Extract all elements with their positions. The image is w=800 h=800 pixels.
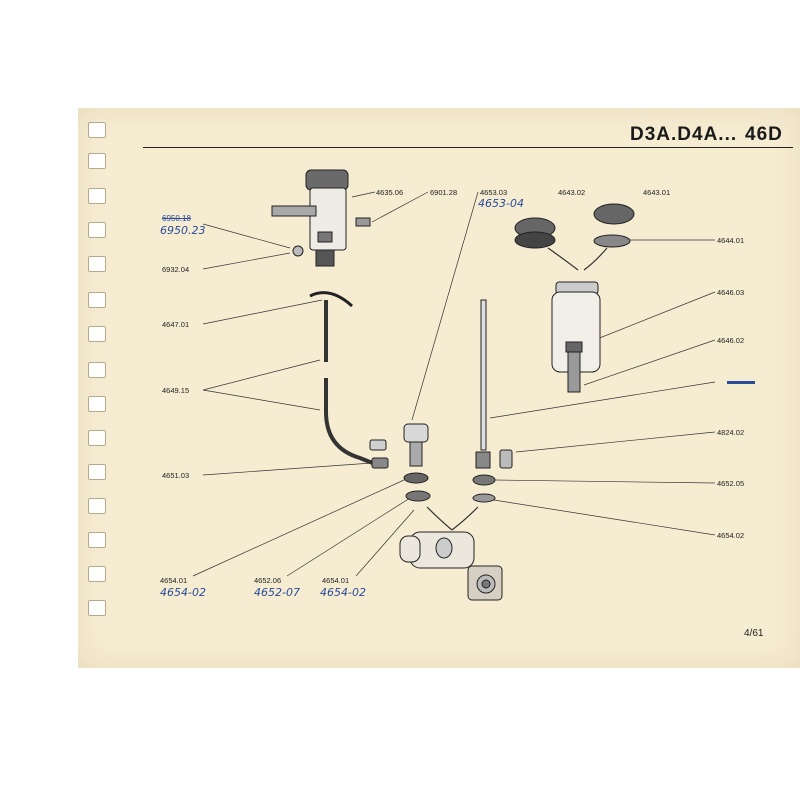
label-4643-02: 4643.02	[558, 188, 586, 197]
label-4654-01-left: 4654.01	[160, 576, 188, 585]
label-4652-05: 4652.05	[717, 479, 745, 488]
label-4654-02: 4654.02	[717, 531, 745, 540]
label-4824-02: 4824.02	[717, 428, 745, 437]
blue-correction-mark	[727, 381, 755, 384]
push-rod	[472, 299, 513, 503]
header-rule	[143, 147, 793, 148]
arrows	[426, 247, 608, 531]
page-number: 4/61	[744, 628, 764, 639]
label-4649-15: 4649.15	[162, 386, 190, 395]
label-4643-01: 4643.01	[643, 188, 671, 197]
label-4654-01-right: 4654.01	[322, 576, 350, 585]
label-4651-03: 4651.03	[162, 471, 190, 480]
section-heading: 46D	[745, 124, 783, 145]
handwritten-6950-23: 6950.23	[160, 224, 206, 237]
leader-lines	[192, 191, 716, 577]
label-4646-02: 4646.02	[717, 336, 745, 345]
label-4644-01: 4644.01	[717, 236, 745, 245]
label-4647-01: 4647.01	[162, 320, 190, 329]
label-6932-04: 6932.04	[162, 265, 190, 274]
fluid-container	[551, 281, 601, 393]
reservoir-assembly	[271, 169, 371, 308]
label-6901-28: 6901.28	[430, 188, 458, 197]
label-4635-06: 4635.06	[376, 188, 404, 197]
label-4653-03: 4653.03	[480, 188, 508, 197]
model-heading: D3A.D4A...	[630, 124, 738, 145]
handwritten-4653-04: 4653-04	[478, 197, 524, 210]
bolt-and-washers	[403, 423, 431, 502]
master-cylinder	[399, 531, 503, 601]
brake-pipe	[324, 300, 381, 468]
handwritten-4652-07: 4652-07	[254, 586, 300, 599]
handwritten-4654-02-left: 4654-02	[160, 586, 206, 599]
label-6950-18: 6950.18	[162, 214, 191, 223]
handwritten-4654-02-right: 4654-02	[320, 586, 366, 599]
pipe-fittings	[369, 439, 389, 469]
label-4652-06: 4652.06	[254, 576, 282, 585]
label-4646-03: 4646.03	[717, 288, 745, 297]
caps-and-seals	[514, 203, 635, 249]
